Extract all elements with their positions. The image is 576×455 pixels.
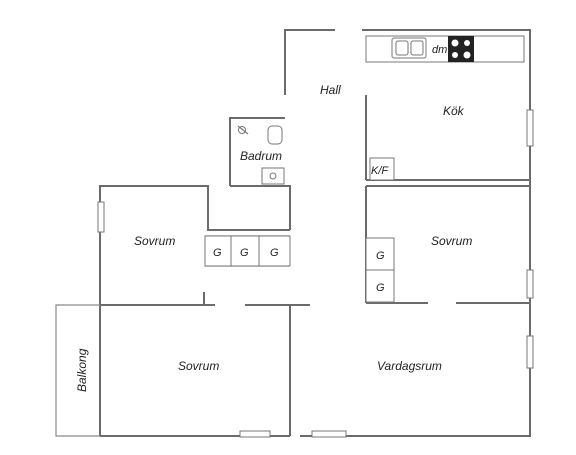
fridge-freezer: K/F bbox=[369, 157, 395, 181]
wardrobe-label: G bbox=[240, 247, 249, 259]
room-labels: Hall Kök Badrum Sovrum Sovrum Sovrum Var… bbox=[75, 83, 472, 392]
room-label-hall: Hall bbox=[320, 83, 341, 97]
room-label-bathroom: Badrum bbox=[240, 149, 282, 163]
room-label-bedroom-3: Sovrum bbox=[178, 359, 219, 373]
walls bbox=[55, 29, 531, 437]
shower-icon bbox=[237, 125, 249, 135]
kitchen-counter: dm bbox=[365, 35, 525, 63]
dishwasher-label: dm bbox=[432, 44, 447, 56]
room-label-balcony: Balkong bbox=[75, 348, 89, 392]
room-label-kitchen: Kök bbox=[443, 104, 465, 118]
wardrobe-label: G bbox=[376, 250, 385, 262]
wardrobes: G G G G G bbox=[204, 235, 395, 303]
room-label-living-room: Vardagsrum bbox=[377, 359, 442, 373]
room-label-bedroom-1: Sovrum bbox=[134, 234, 175, 248]
stove-icon bbox=[448, 36, 474, 62]
wardrobe-label: G bbox=[376, 282, 385, 294]
windows bbox=[97, 109, 534, 438]
bathroom-fixtures bbox=[237, 125, 285, 185]
wardrobe-label: G bbox=[270, 247, 279, 259]
room-label-bedroom-2: Sovrum bbox=[431, 234, 472, 248]
wardrobe-label: G bbox=[213, 247, 222, 259]
fridge-freezer-label: K/F bbox=[371, 165, 389, 177]
toilet-icon bbox=[267, 125, 283, 145]
bath-sink-icon bbox=[261, 167, 285, 185]
